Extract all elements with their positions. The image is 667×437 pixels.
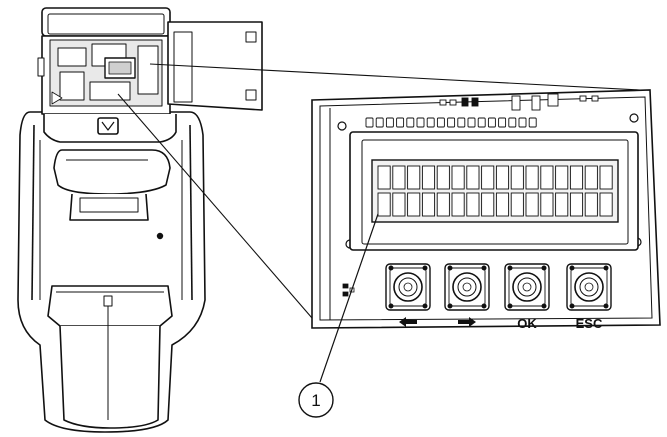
lcd-cell [495,192,510,217]
lcd-cell [392,192,406,217]
callout-1: 1 [298,213,379,418]
lcd-cell [584,165,598,190]
header-pin [457,117,466,128]
header-pin [396,117,405,128]
lcd-cell [569,165,584,190]
lcd-cell [495,165,510,190]
lcd-cell [481,192,495,217]
zoom-leader-lines [117,63,641,319]
header-pin [508,117,517,128]
header-pin [365,117,374,128]
header-pin [467,117,476,128]
header-pin [477,117,486,128]
lcd-cell [569,192,584,217]
header-pin [416,117,425,128]
header-pin [518,117,527,128]
lcd-cell [392,165,406,190]
header-pin [498,117,507,128]
lcd-cell [466,192,480,217]
lcd-cell [451,165,465,190]
header-pin [426,117,435,128]
ok-button [504,263,550,311]
left-button [385,263,431,311]
lcd-cell [421,165,436,190]
lcd-cell [377,192,391,217]
lcd-cell [599,165,613,190]
right-button [444,263,490,311]
lcd-cell [555,165,569,190]
header-pin [487,117,496,128]
lcd-cell [540,165,554,190]
zoom-panel: OK ESC [311,89,661,331]
esc-button [566,263,612,311]
control-buttons: OK ESC [385,263,612,331]
lcd-cell [510,192,524,217]
header-pin [528,117,537,128]
right-arrow-icon [458,317,476,327]
header-pin [436,117,445,128]
left-arrow-icon [399,317,417,327]
lcd-cell [555,192,569,217]
lcd-cell [599,192,613,217]
lcd-cell [421,192,436,217]
lcd-cell [584,192,598,217]
header-pin [447,117,456,128]
lcd-cell [510,165,524,190]
callout-number: 1 [311,391,320,410]
lcd-cell [540,192,554,217]
lcd-cell [525,192,539,217]
header-pin [406,117,415,128]
ok-button-label: OK [517,316,537,331]
lcd-character-grid [377,165,613,217]
esc-button-label: ESC [576,316,603,331]
lcd-cell [466,165,480,190]
lcd-cell [407,165,421,190]
lcd-cell [481,165,495,190]
lcd-cell [436,165,450,190]
device-overview [17,7,263,433]
pin-header [365,117,537,128]
callout-circle [298,382,334,418]
lcd-cell [407,192,421,217]
header-pin [385,117,394,128]
lcd-cell [525,165,539,190]
lcd-cell [436,192,450,217]
header-pin [375,117,384,128]
lcd-cell [377,165,391,190]
lcd-cell [451,192,465,217]
